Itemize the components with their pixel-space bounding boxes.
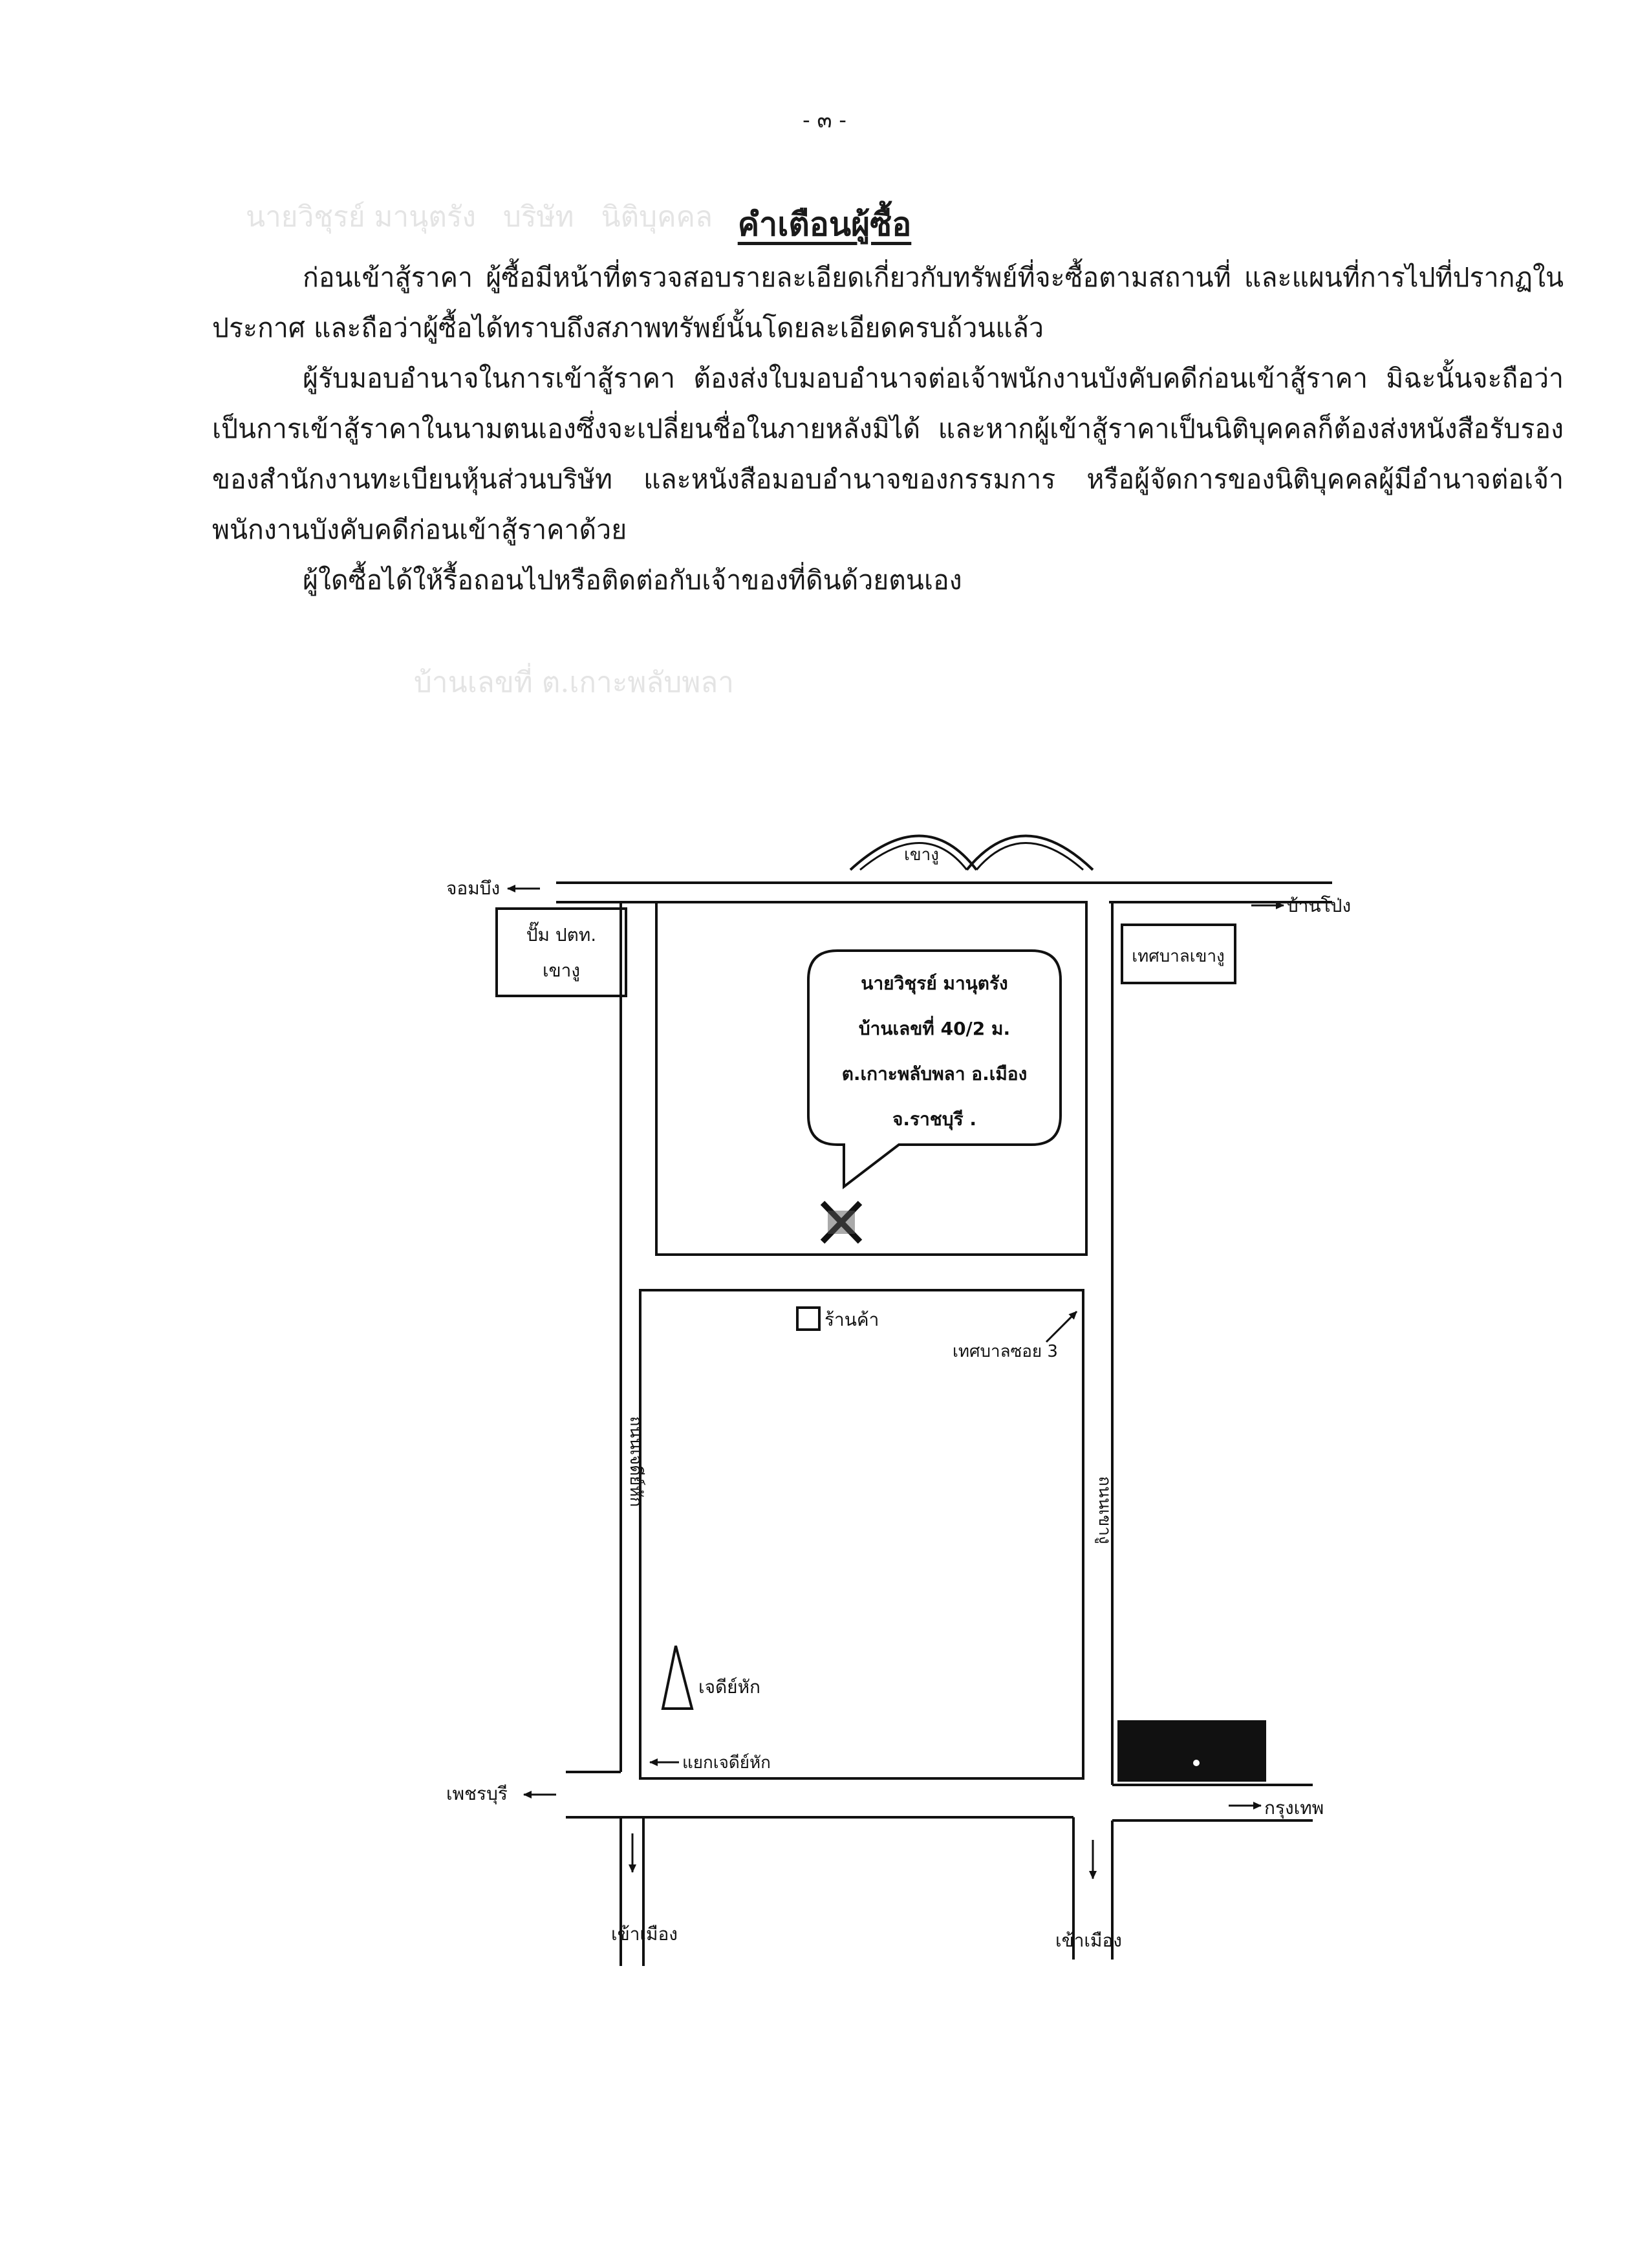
town-right-label: เข้าเมือง (1055, 1930, 1122, 1951)
owner-name: นายวิชุรย์ มานุตรัง (861, 973, 1008, 995)
paragraph-proxy: ผู้รับมอบอำนาจในการเข้าสู้ราคา ต้องส่งใบ… (212, 363, 1564, 545)
paragraph-removal: ผู้ใดซื้อได้ให้รื้อถอนไปหรือติดต่อกับเจ้… (303, 565, 962, 596)
owner-address: ต.เกาะพลับพลา อ.เมือง (842, 1063, 1028, 1085)
bottom-right-dest-label: กรุงเทพ (1264, 1797, 1324, 1819)
chedi-label: เจดีย์หัก (698, 1676, 760, 1698)
property-marker-icon (820, 1200, 863, 1244)
document-title: คำเตือนผู้ซื้อ (737, 205, 912, 243)
soi-label: เทศบาลซอย 3 (953, 1342, 1058, 1361)
bridge-label: เขางู (904, 845, 939, 865)
owner-callout (807, 949, 1062, 1190)
bridge-arc (859, 842, 968, 871)
lower-block (639, 1289, 1084, 1780)
landmark-block (1117, 1720, 1266, 1782)
bottom-left-dest-label: เพชรบุรี (446, 1783, 508, 1805)
municipality-label: เทศบาลเขางู (1132, 947, 1225, 966)
paragraph-inspection: ก่อนเข้าสู้ราคา ผู้ซื้อมีหน้าที่ตรวจสอบร… (212, 262, 1564, 343)
bridge-arc (849, 834, 978, 871)
bridge-arc (965, 834, 1094, 871)
shop-icon (796, 1306, 821, 1331)
owner-address: บ้านเลขที่ 40/2 ม. (859, 1015, 1010, 1039)
gas-station-box (495, 907, 627, 997)
page-number: - ๓ - (803, 107, 846, 133)
bleed-through-text: นายวิชุรย์ มานุตรัง บริษัท นิติบุคคล (246, 200, 713, 233)
soi-arrow (1045, 1310, 1078, 1343)
junction-label: แยกเจดีย์หัก (682, 1753, 771, 1773)
municipality-box (1121, 923, 1236, 984)
bridge-arc (975, 842, 1084, 871)
town-left-label: เข้าเมือง (611, 1923, 678, 1945)
gas-station-label: เขางู (543, 960, 580, 982)
bleed-through-text: บ้านเลขที่ ต.เกาะพลับพลา (414, 666, 734, 699)
top-left-dest-label: จอมบึง (446, 878, 500, 899)
left-road-label: ถนนเจดีย์หัก (626, 1416, 645, 1507)
shop-label: ร้านค้า (824, 1309, 879, 1330)
gas-station-label: ปั๊ม ปตท. (526, 922, 596, 945)
property-block (655, 901, 1088, 1256)
chedi-icon (661, 1645, 694, 1710)
owner-address: จ.ราชบุรี . (892, 1108, 976, 1130)
top-right-dest-label: บ้านโป่ง (1287, 895, 1351, 916)
